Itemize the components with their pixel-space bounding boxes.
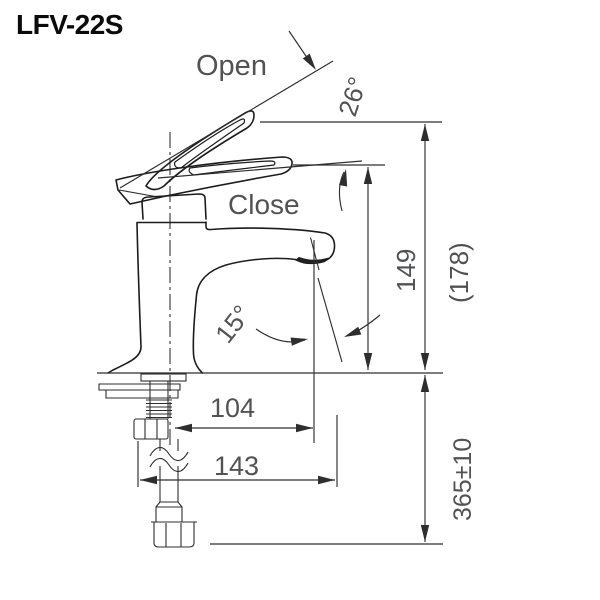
break-symbol xyxy=(149,446,189,473)
dim-spout-reach-label: 104 xyxy=(210,393,255,423)
open-position-line xyxy=(119,60,334,189)
threaded-stud xyxy=(146,399,172,419)
outlet-15deg-line xyxy=(317,277,343,363)
dimension-lines xyxy=(97,30,443,545)
mounting-hardware xyxy=(98,373,187,440)
model-number: LFV-22S xyxy=(16,9,123,40)
close-label: Close xyxy=(228,189,300,220)
drawing-labels: LFV-22S Open Close 26° 149 (178) 15° 104… xyxy=(16,9,477,521)
dim-outlet-angle-label: 15° xyxy=(209,299,257,348)
handle-closed xyxy=(115,156,293,205)
faucet-body-spout xyxy=(107,221,336,374)
closed-angle-arrow xyxy=(338,171,345,212)
hose-ferrule xyxy=(155,501,183,523)
faucet-cap xyxy=(136,193,207,224)
closed-position-line xyxy=(157,160,363,179)
open-label: Open xyxy=(196,50,267,82)
dim-overall-height-label: (178) xyxy=(444,242,474,303)
hose-connector xyxy=(151,521,197,548)
supply-hose xyxy=(149,439,197,548)
aerator xyxy=(295,256,329,265)
dim-overall-reach-label: 143 xyxy=(214,451,259,481)
dim-hose-length-label: 365±10 xyxy=(449,438,477,521)
outlet-axis-tick xyxy=(309,237,320,271)
mounting-nut xyxy=(133,418,169,440)
dim-open-angle-label: 26° xyxy=(332,73,373,120)
dim-spout-height-label: 149 xyxy=(391,249,421,292)
faucet-figure xyxy=(98,110,336,548)
